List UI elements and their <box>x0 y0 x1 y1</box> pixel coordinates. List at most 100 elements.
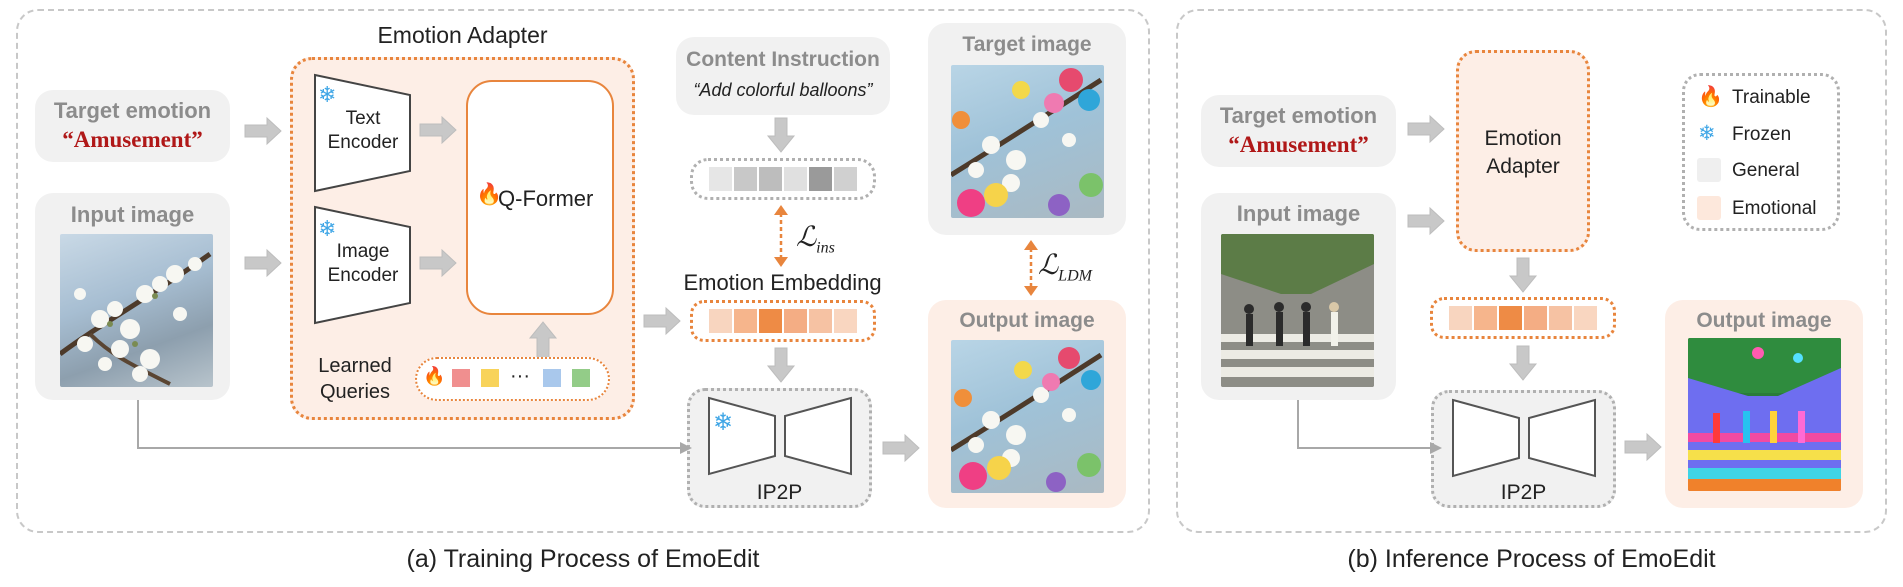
embedding-token <box>1573 305 1598 331</box>
target-emotion-value: “Amusement” <box>62 127 203 152</box>
ip2p-unet-shape <box>708 396 852 476</box>
ip2p-unet-shape <box>1452 398 1596 478</box>
arrow-queries-to-qformer <box>528 321 558 359</box>
arrow-image-encoder-to-qformer <box>419 248 457 278</box>
target-image-balloons <box>951 65 1104 218</box>
crosswalk-art <box>1221 234 1374 387</box>
inference-panel <box>1176 9 1887 533</box>
arrow-image-to-adapter <box>1407 206 1445 236</box>
legend-frozen-label: Frozen <box>1732 124 1792 145</box>
loss-ldm-subscript: LDM <box>1058 267 1092 285</box>
embedding-token <box>808 308 833 334</box>
snowflake-icon: ❄ <box>713 409 734 436</box>
embedding-token <box>1448 305 1473 331</box>
loss-ldm-label: ℒLDM <box>1038 248 1092 286</box>
emotion-embedding-container <box>1430 297 1616 339</box>
arrow-adapter-to-embedding <box>1508 257 1538 293</box>
arrow-text-encoder-to-qformer <box>419 115 457 145</box>
legend-general-label: General <box>1732 160 1800 181</box>
arrow-adapter-to-embedding <box>643 306 681 336</box>
emotion-embedding-container <box>690 300 876 342</box>
loss-ldm-symbol: ℒ <box>1038 250 1059 281</box>
embedding-token <box>733 308 758 334</box>
arrow-embedding-to-ip2p <box>1508 345 1538 381</box>
arrow-image-to-image-encoder <box>244 248 282 278</box>
learned-queries-line1: Learned <box>318 355 392 377</box>
caption-training: (a) Training Process of EmoEdit <box>406 545 760 573</box>
snowflake-icon: ❄ <box>1698 122 1716 145</box>
input-image-crosswalk <box>1221 234 1374 387</box>
flame-icon: 🔥 <box>423 366 446 386</box>
loss-ins-subscript: ins <box>816 239 835 257</box>
qformer-box <box>466 80 614 315</box>
ip2p-label: IP2P <box>1500 481 1547 504</box>
input-image-label: Input image <box>70 202 195 227</box>
qformer-label: Q-Former <box>498 186 594 211</box>
target-emotion-box <box>35 90 230 162</box>
embedding-token <box>833 308 858 334</box>
arrow-ip2p-to-output <box>1624 432 1662 462</box>
output-image-label: Output image <box>1696 309 1832 332</box>
content-instruction-box <box>676 37 890 115</box>
target-emotion-box <box>1201 95 1396 167</box>
arrow-embedding-to-ip2p <box>766 347 796 383</box>
query-token <box>481 369 499 387</box>
loss-ins-arrow <box>774 205 788 267</box>
input-image-blossom <box>60 234 213 387</box>
target-emotion-value: “Amusement” <box>1228 132 1369 157</box>
image-encoder-line1: Image <box>336 241 390 262</box>
embedding-token <box>783 308 808 334</box>
embedding-token <box>833 166 858 192</box>
target-image-label: Target image <box>962 33 1092 56</box>
loss-ldm-arrow <box>1024 240 1038 296</box>
colorful-crosswalk-art <box>1688 338 1841 491</box>
arrow-emotion-to-text-encoder <box>244 116 282 146</box>
emotion-adapter-line1: Emotion <box>1484 127 1562 150</box>
image-encoder-shape <box>314 205 411 325</box>
emotion-adapter-border <box>1456 50 1590 252</box>
flame-icon: 🔥 <box>476 183 503 206</box>
text-encoder-line2: Encoder <box>327 132 399 153</box>
emotion-adapter-border <box>290 57 635 420</box>
embedding-token <box>783 166 808 192</box>
legend-emotional-label: Emotional <box>1732 198 1817 219</box>
output-image-balloons <box>951 340 1104 493</box>
skip-connection-arrow <box>1297 400 1442 454</box>
legend-emotional-swatch <box>1697 196 1721 220</box>
skip-connection-arrow <box>137 400 692 454</box>
content-instruction-text: “Add colorful balloons” <box>693 80 873 100</box>
target-emotion-label: Target emotion <box>1219 103 1378 128</box>
content-instruction-label: Content Instruction <box>686 48 880 71</box>
query-token <box>572 369 590 387</box>
target-emotion-label: Target emotion <box>53 98 212 123</box>
caption-inference: (b) Inference Process of EmoEdit <box>1347 545 1716 573</box>
learned-queries-line2: Queries <box>319 381 391 403</box>
image-encoder-line2: Encoder <box>327 265 399 286</box>
balloon-art-target <box>951 68 1103 217</box>
embedding-token <box>1473 305 1498 331</box>
blossom-art <box>60 251 212 386</box>
emotion-adapter-line2: Adapter <box>1486 155 1560 178</box>
snowflake-icon: ❄ <box>318 82 337 107</box>
embedding-token <box>708 308 733 334</box>
arrow-instruction-to-tokens <box>766 117 796 153</box>
query-token <box>452 369 470 387</box>
ip2p-label: IP2P <box>756 481 803 504</box>
output-image-label: Output image <box>959 309 1095 332</box>
embedding-token <box>1523 305 1548 331</box>
training-panel <box>16 9 1150 533</box>
legend-trainable-label: Trainable <box>1732 87 1811 108</box>
output-image-colorful-crosswalk <box>1688 338 1841 491</box>
loss-ins-symbol: ℒ <box>796 222 817 253</box>
loss-ins-label: ℒins <box>796 220 835 258</box>
query-token <box>543 369 561 387</box>
embedding-token <box>808 166 833 192</box>
embedding-token <box>758 308 783 334</box>
emotion-adapter-box <box>1456 50 1590 252</box>
emotion-embedding-label: Emotion Embedding <box>683 270 882 295</box>
embedding-token <box>758 166 783 192</box>
embedding-token <box>733 166 758 192</box>
input-image-label: Input image <box>1236 201 1361 226</box>
balloon-art-output <box>951 347 1103 492</box>
embedding-token <box>708 166 733 192</box>
